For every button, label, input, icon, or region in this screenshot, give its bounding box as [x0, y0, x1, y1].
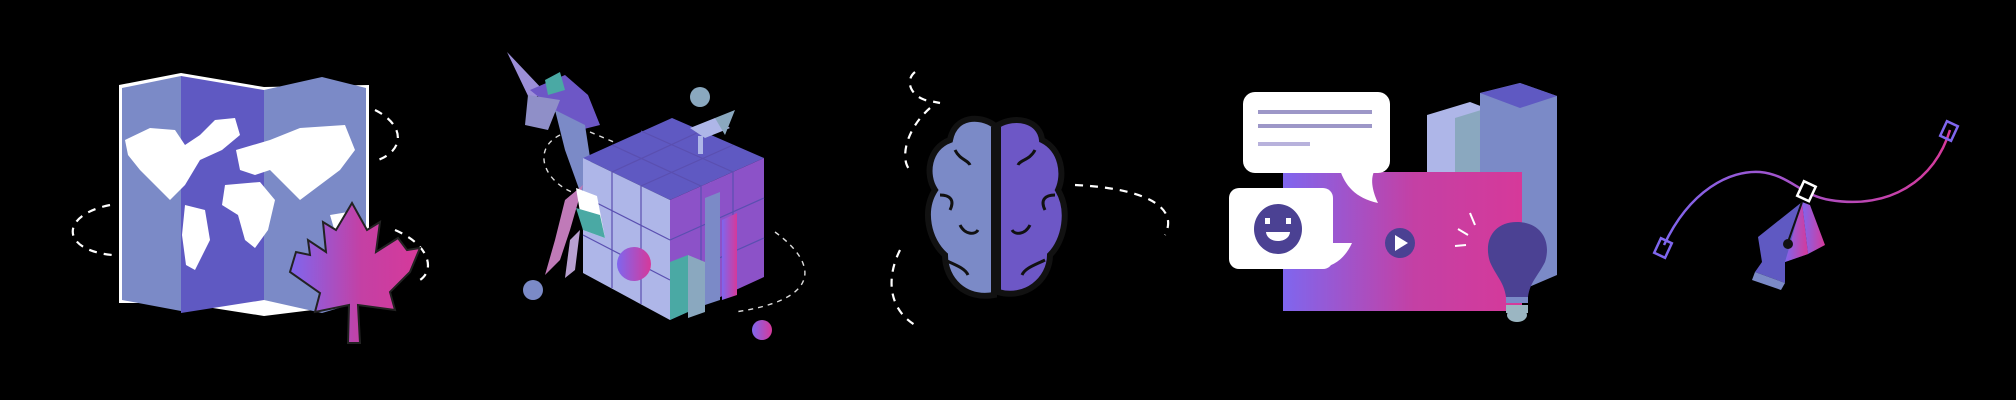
chat-bubble-smiley	[1229, 188, 1352, 269]
video-chat-icon	[1229, 83, 1557, 322]
chat-bubble-text	[1243, 92, 1390, 203]
play-icon	[1385, 228, 1415, 258]
unicorn-cube-icon	[507, 52, 806, 340]
pen-tool-bezier-icon	[1652, 119, 1960, 290]
world-continents	[125, 118, 355, 270]
brain-icon	[890, 71, 1170, 326]
lightbulb-icon	[1454, 212, 1547, 322]
maple-leaf-icon	[288, 200, 422, 344]
